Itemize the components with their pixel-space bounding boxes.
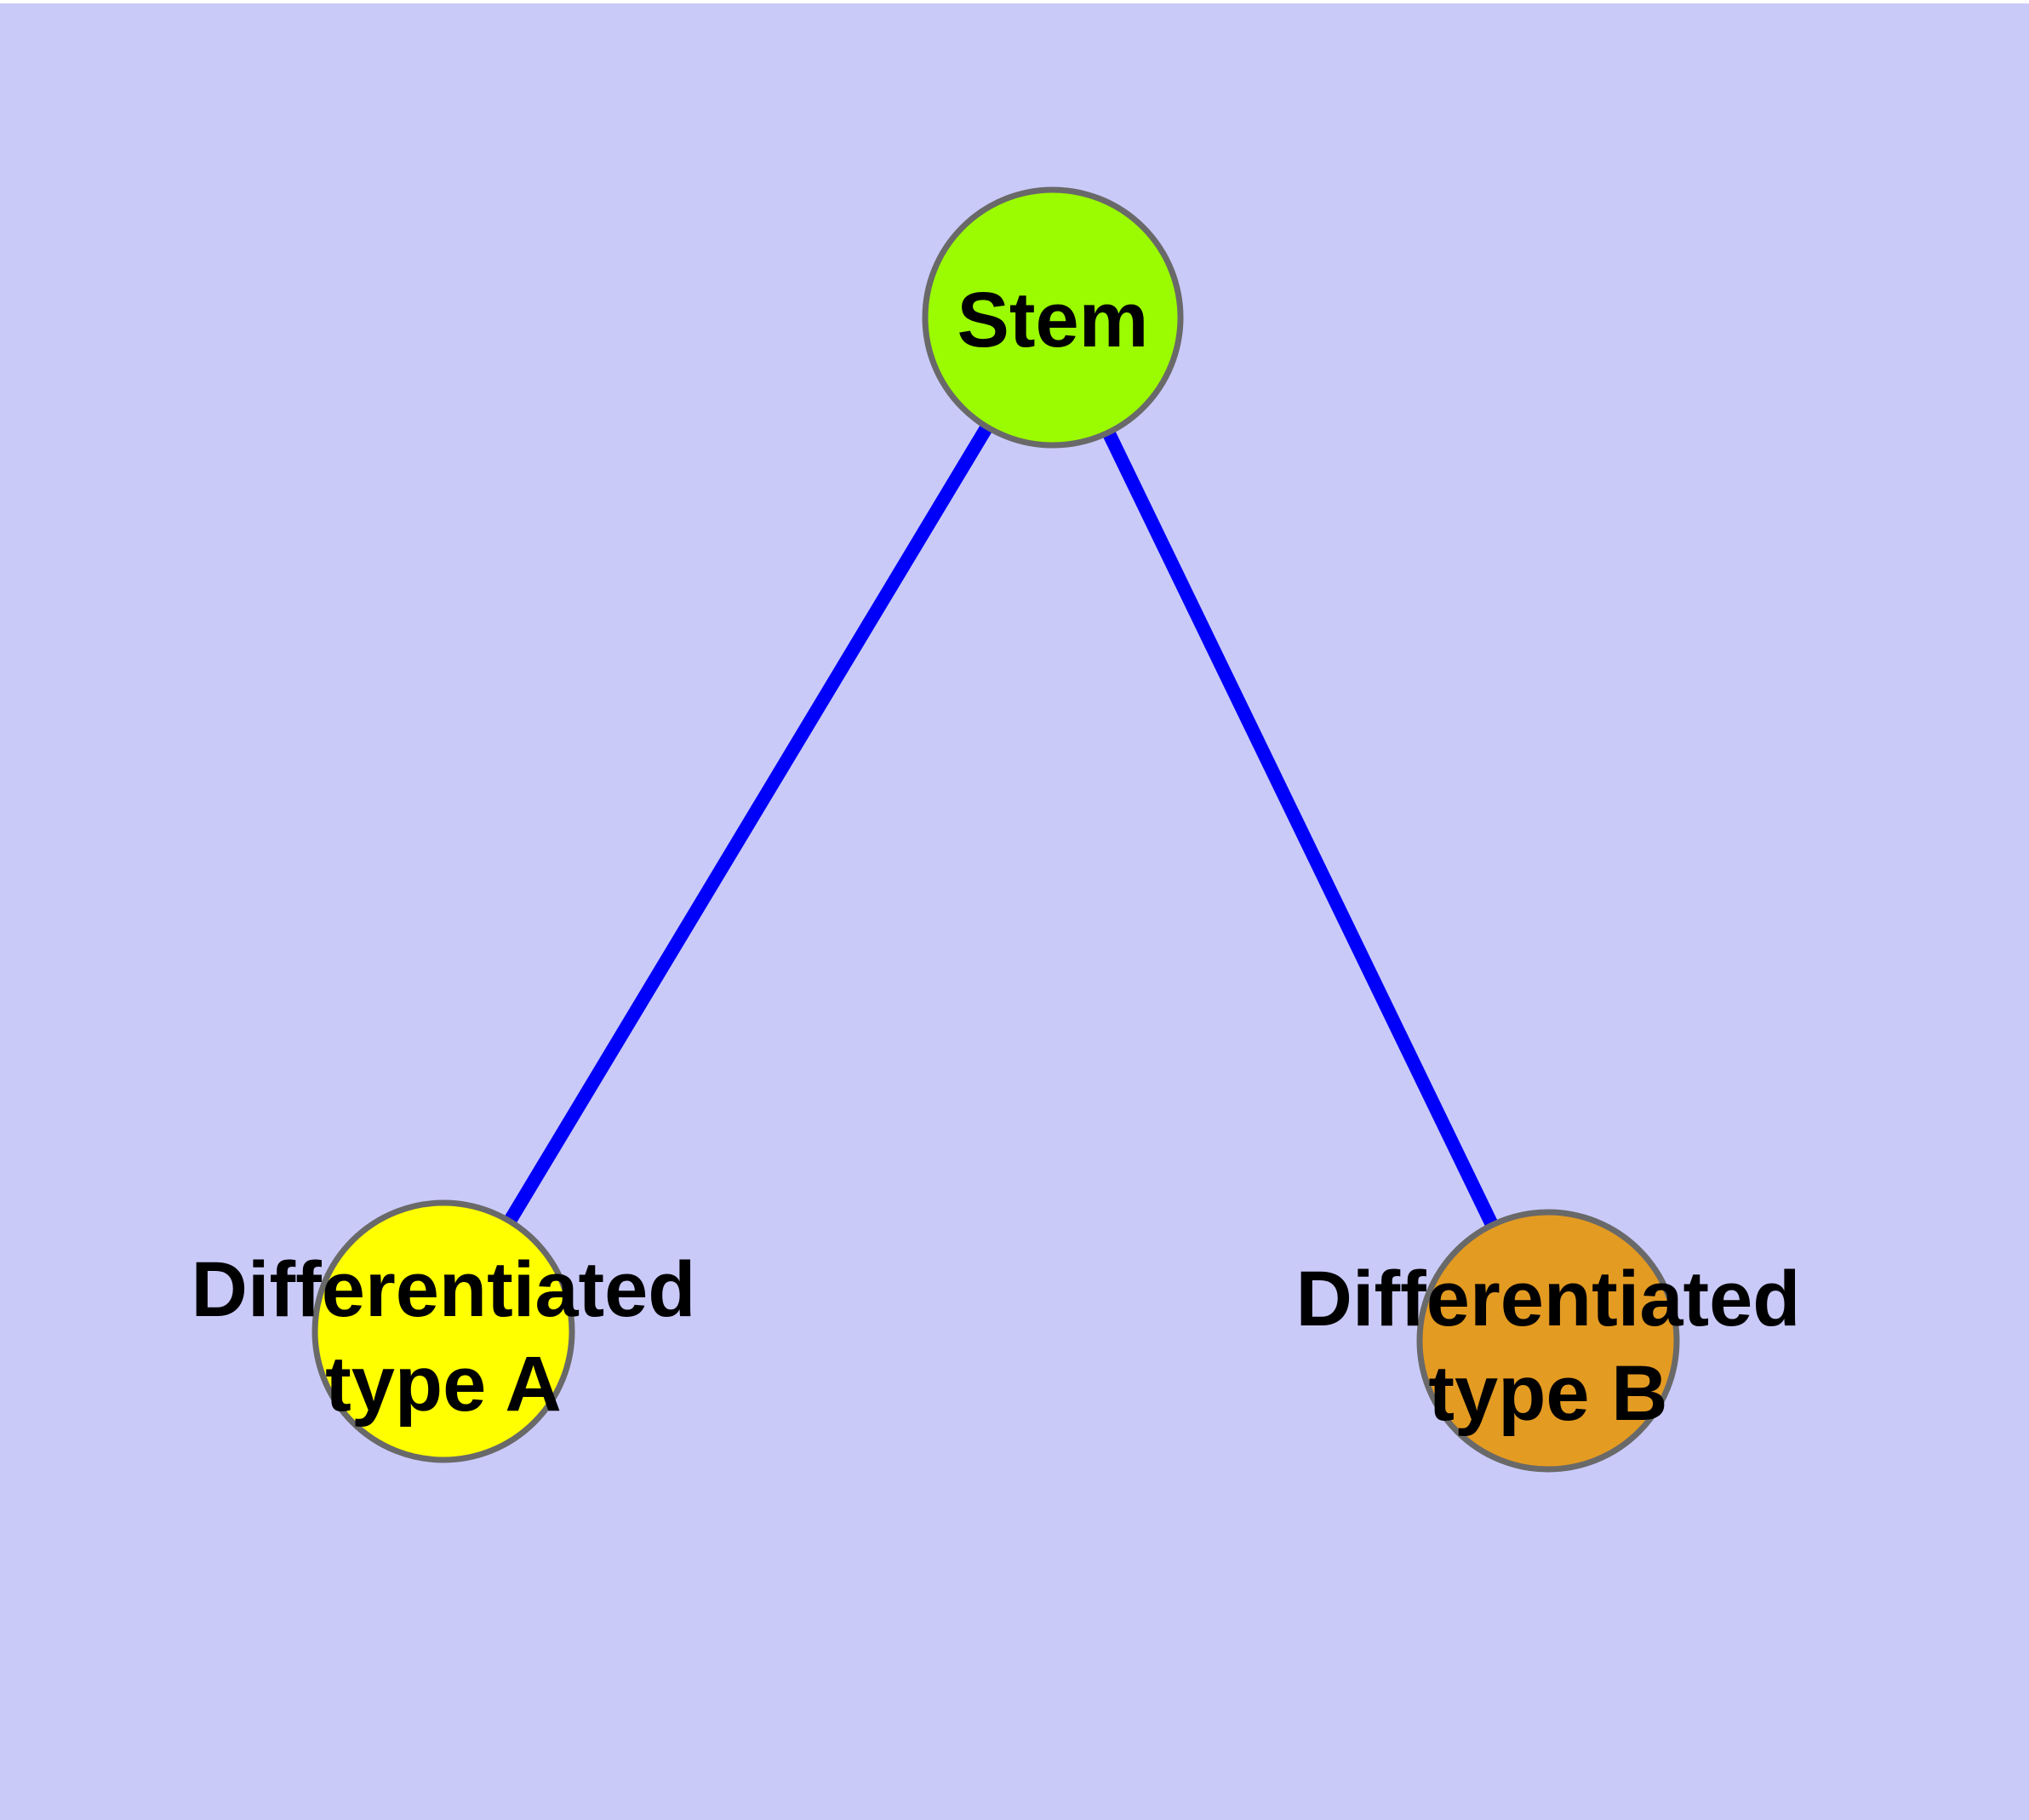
type-b-node-label-line2: type B [1428, 1350, 1667, 1437]
type-b-node-circle [1416, 1209, 1680, 1473]
type-b-node-label-line1: Differentiated [1296, 1256, 1801, 1342]
stem-node-circle [922, 186, 1184, 449]
type-a-node-label-line1: Differentiated [191, 1246, 696, 1333]
type-a-node-circle [311, 1199, 575, 1463]
type-a-node-label-line2: type A [325, 1341, 562, 1428]
stem-node-label: Stem [957, 277, 1149, 363]
edge-stem-to-type-b [1046, 314, 1555, 1344]
edge-stem-to-type-a [437, 313, 1059, 1336]
